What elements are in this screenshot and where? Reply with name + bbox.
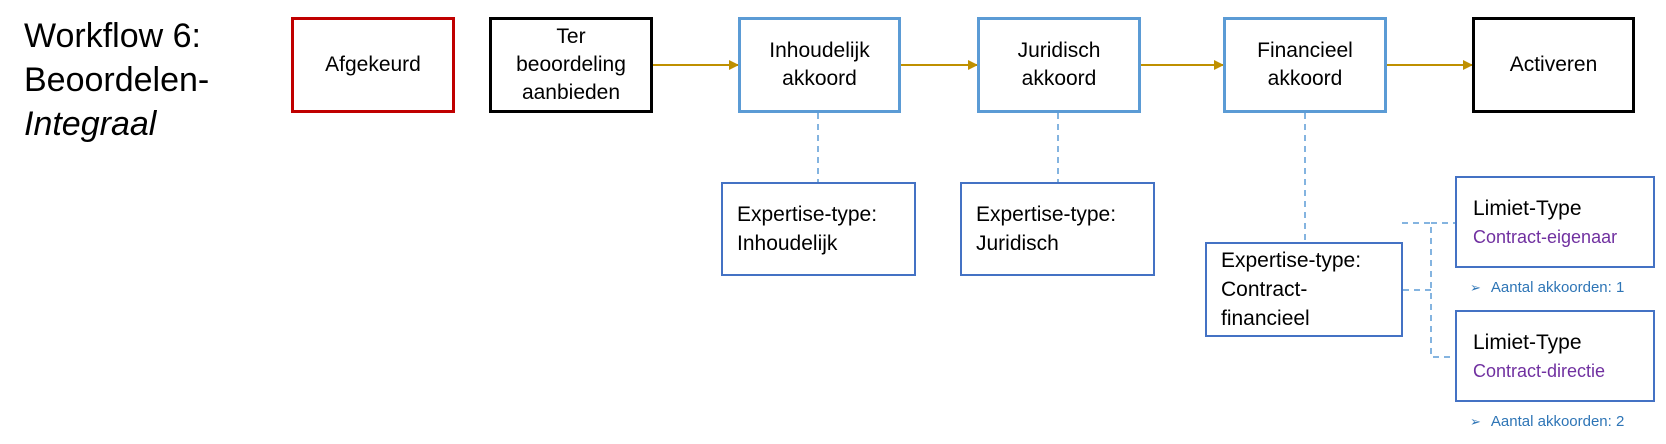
- step-activeren[interactable]: Activeren: [1472, 17, 1635, 113]
- expertise-juridisch-line-1: Expertise-type:: [976, 203, 1117, 226]
- expertise-juridisch-line-2: Juridisch: [976, 232, 1059, 255]
- step-inhoudelijk-akkoord[interactable]: Inhoudelijk akkoord: [738, 17, 901, 113]
- limit-directie-title: Limiet-Type: [1473, 331, 1582, 354]
- step-ter-beoordeling-label: Ter beoordeling aanbieden: [516, 25, 626, 104]
- step-activeren-label: Activeren: [1509, 53, 1598, 76]
- note-arrow-icon: ➢: [1470, 280, 1481, 295]
- expertise-box-contract-financieel: Expertise-type: Contract- financieel: [1205, 242, 1403, 337]
- expertise-financieel-line-1: Expertise-type:: [1221, 249, 1362, 272]
- limit-eigenaar-title: Limiet-Type: [1473, 197, 1582, 220]
- limit-eigenaar-note: ➢ Aantal akkoorden: 1: [1470, 279, 1624, 296]
- limit-directie-subtitle: Contract-directie: [1473, 361, 1606, 381]
- limit-eigenaar-note-text: Aantal akkoorden: 1: [1490, 279, 1625, 296]
- expertise-inhoudelijk-line-2: Inhoudelijk: [737, 232, 838, 255]
- workflow-title-line-1: Workflow 6:: [24, 17, 201, 55]
- expertise-financieel-line-3: financieel: [1221, 307, 1310, 330]
- expertise-inhoudelijk-line-1: Expertise-type:: [737, 203, 878, 226]
- expertise-box-juridisch: Expertise-type: Juridisch: [960, 182, 1155, 276]
- step-juridisch-akkoord[interactable]: Juridisch akkoord: [977, 17, 1141, 113]
- step-ter-beoordeling-aanbieden[interactable]: Ter beoordeling aanbieden: [489, 17, 653, 113]
- workflow-title-line-3: Integraal: [24, 105, 157, 143]
- note-arrow-icon: ➢: [1470, 414, 1481, 429]
- limit-directie-note-text: Aantal akkoorden: 2: [1490, 413, 1625, 430]
- limit-box-contract-directie: Limiet-Type Contract-directie: [1455, 310, 1655, 402]
- limit-directie-note: ➢ Aantal akkoorden: 2: [1470, 413, 1624, 430]
- dashed-bracket-limits: [1402, 222, 1455, 358]
- expertise-financieel-line-2: Contract-: [1221, 278, 1308, 301]
- step-financieel-akkoord[interactable]: Financieel akkoord: [1223, 17, 1387, 113]
- step-afgekeurd-label: Afgekeurd: [325, 53, 421, 76]
- limit-eigenaar-subtitle: Contract-eigenaar: [1473, 227, 1618, 247]
- step-juridisch-label: Juridisch akkoord: [1017, 39, 1101, 90]
- workflow-title-line-2: Beoordelen-: [24, 61, 210, 99]
- step-afgekeurd[interactable]: Afgekeurd: [291, 17, 455, 113]
- limit-box-contract-eigenaar: Limiet-Type Contract-eigenaar: [1455, 176, 1655, 268]
- workflow-title: Workflow 6: Beoordelen- Integraal: [24, 14, 209, 146]
- step-financieel-label: Financieel akkoord: [1257, 39, 1353, 90]
- step-inhoudelijk-label: Inhoudelijk akkoord: [769, 39, 870, 90]
- expertise-box-inhoudelijk: Expertise-type: Inhoudelijk: [721, 182, 916, 276]
